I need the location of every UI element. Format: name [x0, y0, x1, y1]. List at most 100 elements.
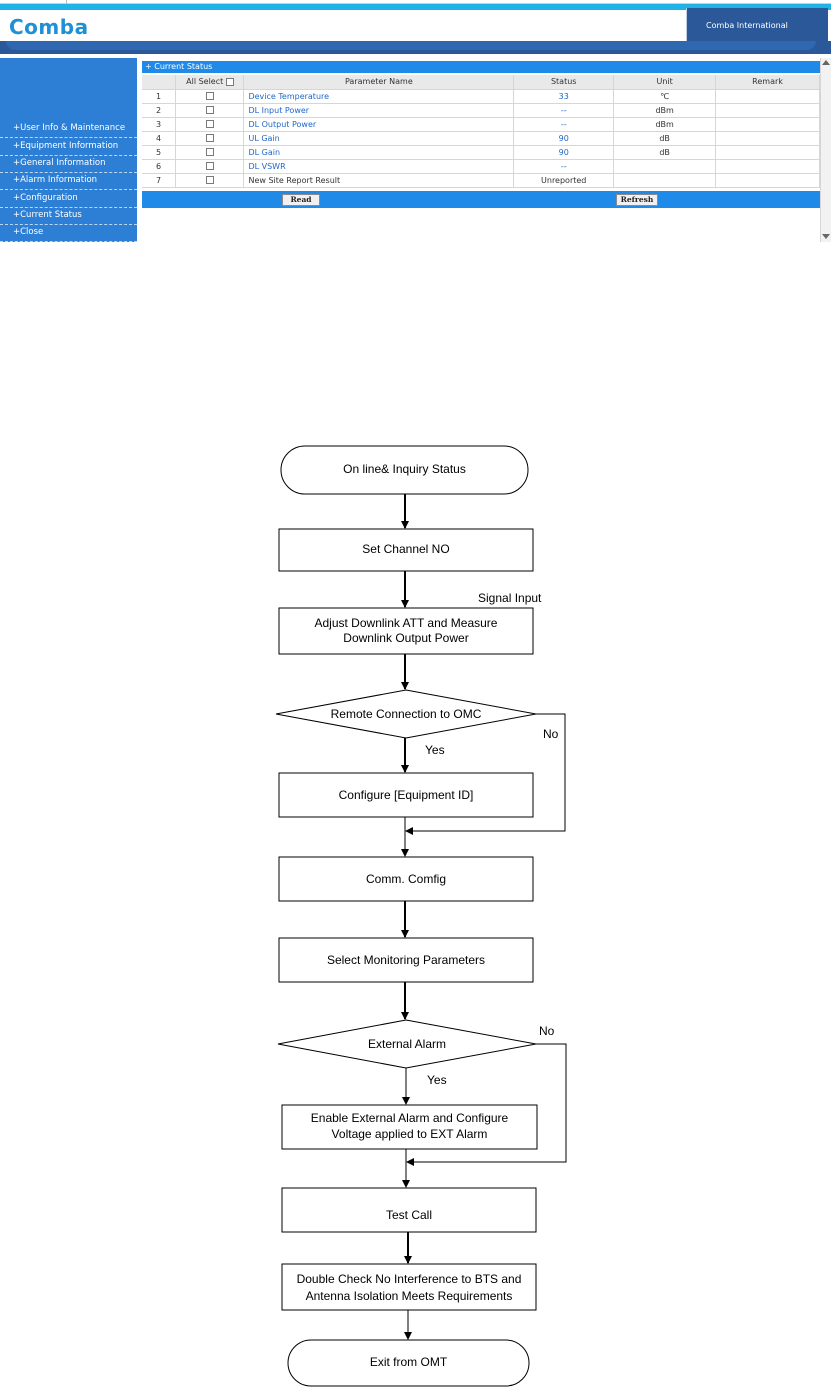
- enable-alarm-box: [281, 1104, 538, 1150]
- param-name: DL VSWR: [243, 159, 515, 174]
- sidebar-item-general-information[interactable]: +General Information: [0, 155, 137, 173]
- param-unit: dB: [613, 131, 717, 146]
- param-remark: [715, 145, 820, 160]
- flowchart-graphics: [275, 445, 567, 1387]
- exit-label: Exit from OMT: [369, 1355, 448, 1369]
- brand-text: Comba International: [706, 21, 788, 30]
- table-row: 5 DL Gain 90 dB: [142, 145, 820, 160]
- param-remark: [715, 117, 820, 132]
- sidebar-item-close[interactable]: +Close: [0, 224, 137, 242]
- param-unit: dBm: [613, 117, 717, 132]
- double-check-label-1: Double Check No Interference to BTS and: [296, 1272, 522, 1286]
- table-row: 6 DL VSWR --: [142, 159, 820, 174]
- param-unit: dB: [613, 145, 717, 160]
- omc-no-path: [405, 713, 566, 835]
- table-row: 3 DL Output Power -- dBm: [142, 117, 820, 132]
- header-param-name: Parameter Name: [243, 75, 515, 90]
- current-status-panel: + Current Status All Select Parameter Na…: [142, 58, 820, 242]
- set-channel-label: Set Channel NO: [362, 542, 450, 556]
- table-row: 4 UL Gain 90 dB: [142, 131, 820, 146]
- brand-box: [686, 8, 828, 45]
- double-check-label-2: Antenna Isolation Meets Requirements: [305, 1289, 513, 1303]
- table-row: 2 DL Input Power -- dBm: [142, 103, 820, 118]
- row-number: 1: [142, 89, 177, 104]
- signal-input-label: Signal Input: [478, 591, 542, 605]
- alarm-no-path: [406, 1043, 567, 1166]
- param-remark: [715, 131, 820, 146]
- configure-id-label: Configure [Equipment ID]: [338, 788, 474, 802]
- row-number: 2: [142, 103, 177, 118]
- param-name: Device Temperature: [243, 89, 515, 104]
- comba-logo: Comba: [9, 15, 89, 39]
- enable-alarm-label-2: Voltage applied to EXT Alarm: [331, 1127, 488, 1141]
- sidebar-item-configuration[interactable]: +Configuration: [0, 190, 137, 208]
- param-status: Unreported: [513, 173, 615, 188]
- refresh-button[interactable]: Refresh: [616, 194, 658, 206]
- select-all-cell[interactable]: All Select: [175, 75, 245, 90]
- status-table: All Select Parameter Name Status Unit Re…: [142, 75, 820, 188]
- row-checkbox[interactable]: [205, 134, 214, 142]
- table-header-row: All Select Parameter Name Status Unit Re…: [142, 75, 820, 90]
- param-name: New Site Report Result: [243, 173, 515, 188]
- param-unit: [613, 159, 717, 174]
- row-checkbox[interactable]: [205, 176, 214, 184]
- adjust-label-1: Adjust Downlink ATT and Measure: [314, 616, 498, 630]
- param-name: DL Output Power: [243, 117, 515, 132]
- param-status: --: [513, 117, 615, 132]
- omt-web-screenshot: Comba Comba International +User Info & M…: [0, 0, 831, 242]
- row-number: 4: [142, 131, 177, 146]
- row-checkbox[interactable]: [205, 106, 214, 114]
- header-bar: Comba: [0, 4, 831, 54]
- row-checkbox[interactable]: [205, 120, 214, 128]
- alarm-yes-label: Yes: [427, 1073, 447, 1087]
- table-row: 1 Device Temperature 33 ℃: [142, 89, 820, 104]
- double-check-box: [281, 1263, 537, 1311]
- configure-id-box: [278, 772, 534, 818]
- param-status: --: [513, 103, 615, 118]
- param-status: --: [513, 159, 615, 174]
- section-title: + Current Status: [142, 61, 820, 73]
- row-checkbox[interactable]: [205, 162, 214, 170]
- sidebar-item-alarm-information[interactable]: +Alarm Information: [0, 172, 137, 190]
- param-name: UL Gain: [243, 131, 515, 146]
- external-alarm-label: External Alarm: [367, 1037, 447, 1051]
- row-number: 5: [142, 145, 177, 160]
- row-checkbox[interactable]: [205, 92, 214, 100]
- row-number: 6: [142, 159, 177, 174]
- top-border: [0, 0, 831, 4]
- scroll-up-arrow-icon[interactable]: [822, 60, 830, 65]
- select-all-label: All Select: [186, 77, 224, 87]
- row-number: 3: [142, 117, 177, 132]
- exit-terminator: [287, 1339, 530, 1387]
- read-button[interactable]: Read: [282, 194, 320, 206]
- omc-no-label: No: [543, 727, 559, 741]
- remote-omc-label: Remote Connection to OMC: [330, 707, 482, 721]
- param-status: 90: [513, 131, 615, 146]
- param-remark: [715, 103, 820, 118]
- param-status: 33: [513, 89, 615, 104]
- scroll-down-arrow-icon[interactable]: [822, 234, 830, 239]
- start-label: On line& Inquiry Status: [343, 462, 466, 476]
- param-name: DL Gain: [243, 145, 515, 160]
- button-bar: Read Refresh: [142, 191, 820, 208]
- header-remark: Remark: [715, 75, 820, 90]
- select-all-checkbox[interactable]: [225, 77, 234, 86]
- row-checkbox[interactable]: [205, 148, 214, 156]
- commissioning-flowchart: On line& Inquiry Status Set Channel NO S…: [0, 430, 831, 1387]
- param-unit: dBm: [613, 103, 717, 118]
- sidebar-item-user-info[interactable]: +User Info & Maintenance: [0, 120, 137, 138]
- select-params-label: Select Monitoring Parameters: [326, 953, 486, 967]
- sidebar-item-equipment-information[interactable]: +Equipment Information: [0, 138, 137, 156]
- test-call-label: Test Call: [385, 1208, 432, 1222]
- param-remark: [715, 159, 820, 174]
- sidebar-item-current-status[interactable]: +Current Status: [0, 207, 137, 225]
- vertical-scrollbar[interactable]: [820, 58, 831, 242]
- param-remark: [715, 89, 820, 104]
- adjust-label-2: Downlink Output Power: [343, 631, 469, 645]
- sidebar: +User Info & Maintenance +Equipment Info…: [0, 58, 137, 242]
- param-unit: ℃: [613, 89, 717, 104]
- row-number: 7: [142, 173, 177, 188]
- alarm-no-label: No: [539, 1024, 555, 1038]
- enable-alarm-label-1: Enable External Alarm and Configure: [310, 1111, 509, 1125]
- param-remark: [715, 173, 820, 188]
